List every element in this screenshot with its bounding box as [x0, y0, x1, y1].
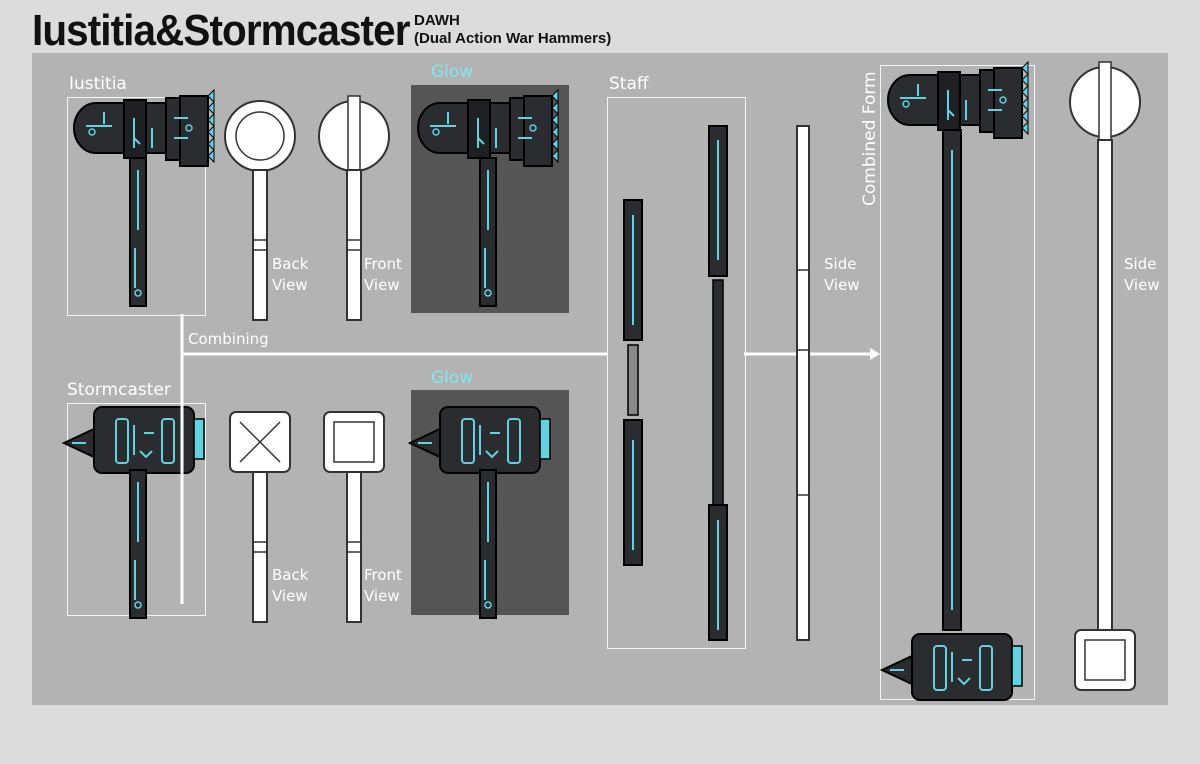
iustitia-back-view [224, 100, 296, 321]
glow-label-bottom: Glow [431, 368, 474, 388]
abbreviation: DAWH [414, 12, 460, 29]
glow-label-top: Glow [431, 62, 474, 82]
iustitia-frame [67, 97, 206, 316]
iustitia-hammer [73, 89, 215, 307]
combined-form-weapon [881, 61, 1029, 701]
artwork-panel [32, 53, 1168, 705]
stormcaster-label: Stormcaster [67, 380, 171, 400]
iustitia-front-view [318, 95, 390, 321]
staff-segments [623, 125, 810, 641]
stormcaster-glow-hammer [409, 406, 551, 619]
subtitle: (Dual Action War Hammers) [414, 30, 612, 47]
combined-side-view [1069, 61, 1141, 691]
page-title: Iustitia&Stormcaster [32, 6, 410, 55]
iustitia-glow-hammer [417, 89, 559, 307]
staff-label: Staff [609, 74, 649, 94]
staff-frame [607, 97, 746, 649]
stormcaster-back-view [229, 411, 291, 623]
iustitia-label: Iustitia [69, 74, 127, 94]
combining-label: Combining [188, 330, 269, 348]
stormcaster-front-view [323, 411, 385, 623]
